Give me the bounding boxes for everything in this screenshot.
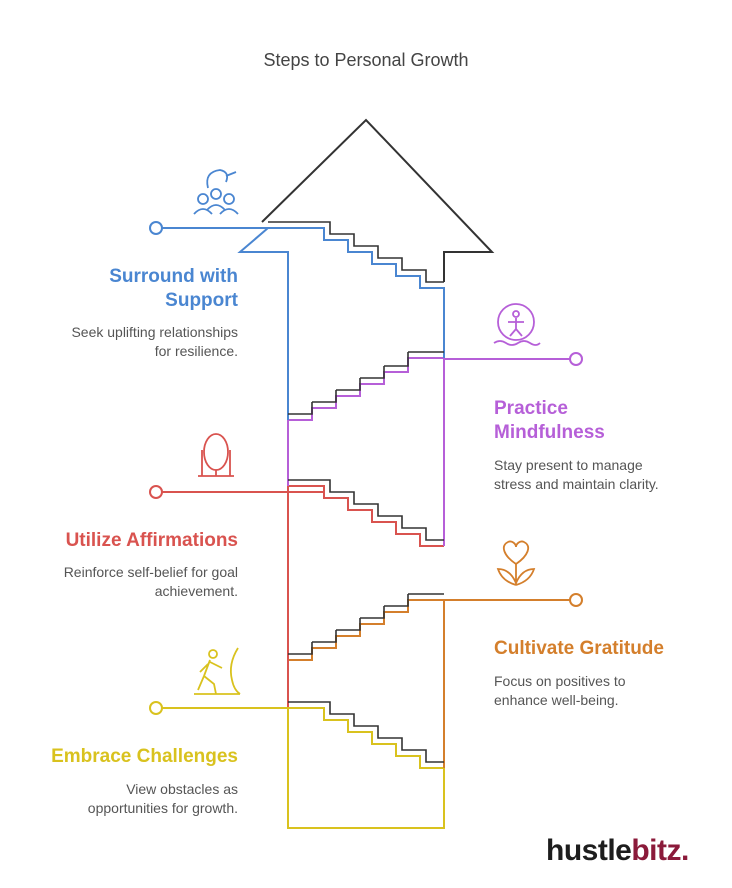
heart-flower-icon (496, 540, 536, 586)
meditation-icon (493, 303, 541, 346)
heading-support: Surround with Support (109, 266, 238, 311)
arrow-head (261, 118, 495, 282)
stair-steps-affirmations (288, 485, 444, 547)
people-network-icon (193, 169, 239, 215)
brand-logo: hustlebitz. (546, 834, 689, 867)
page-title: Steps to Personal Growth (263, 50, 469, 70)
connector-dot-support (149, 221, 163, 235)
heading-gratitude: Cultivate Gratitude (494, 638, 664, 659)
desc-support: Seek uplifting relationships for resilie… (71, 324, 238, 359)
desc-challenges: View obstacles as opportunities for grow… (87, 781, 238, 816)
stair-segment-support (237, 227, 289, 420)
desc-affirmations: Reinforce self-belief for goal achieveme… (63, 564, 238, 599)
desc-mindfulness: Stay present to manage stress and mainta… (494, 457, 659, 492)
connector-dot-mindfulness (569, 352, 583, 366)
stair-steps-challenges (288, 707, 444, 769)
connector-dot-affirmations (149, 485, 163, 499)
mirror-icon (198, 433, 234, 477)
climber-icon (194, 647, 241, 695)
heading-challenges: Embrace Challenges (51, 746, 238, 767)
connector-dot-gratitude (569, 593, 583, 607)
connector-dot-challenges (149, 701, 163, 715)
stair-segment-challenges (287, 708, 445, 829)
stair-steps-support (268, 227, 445, 358)
heading-mindfulness: Practice Mindfulness (494, 398, 605, 443)
desc-gratitude: Focus on positives to enhance well-being… (494, 673, 626, 708)
heading-affirmations: Utilize Affirmations (65, 530, 238, 551)
